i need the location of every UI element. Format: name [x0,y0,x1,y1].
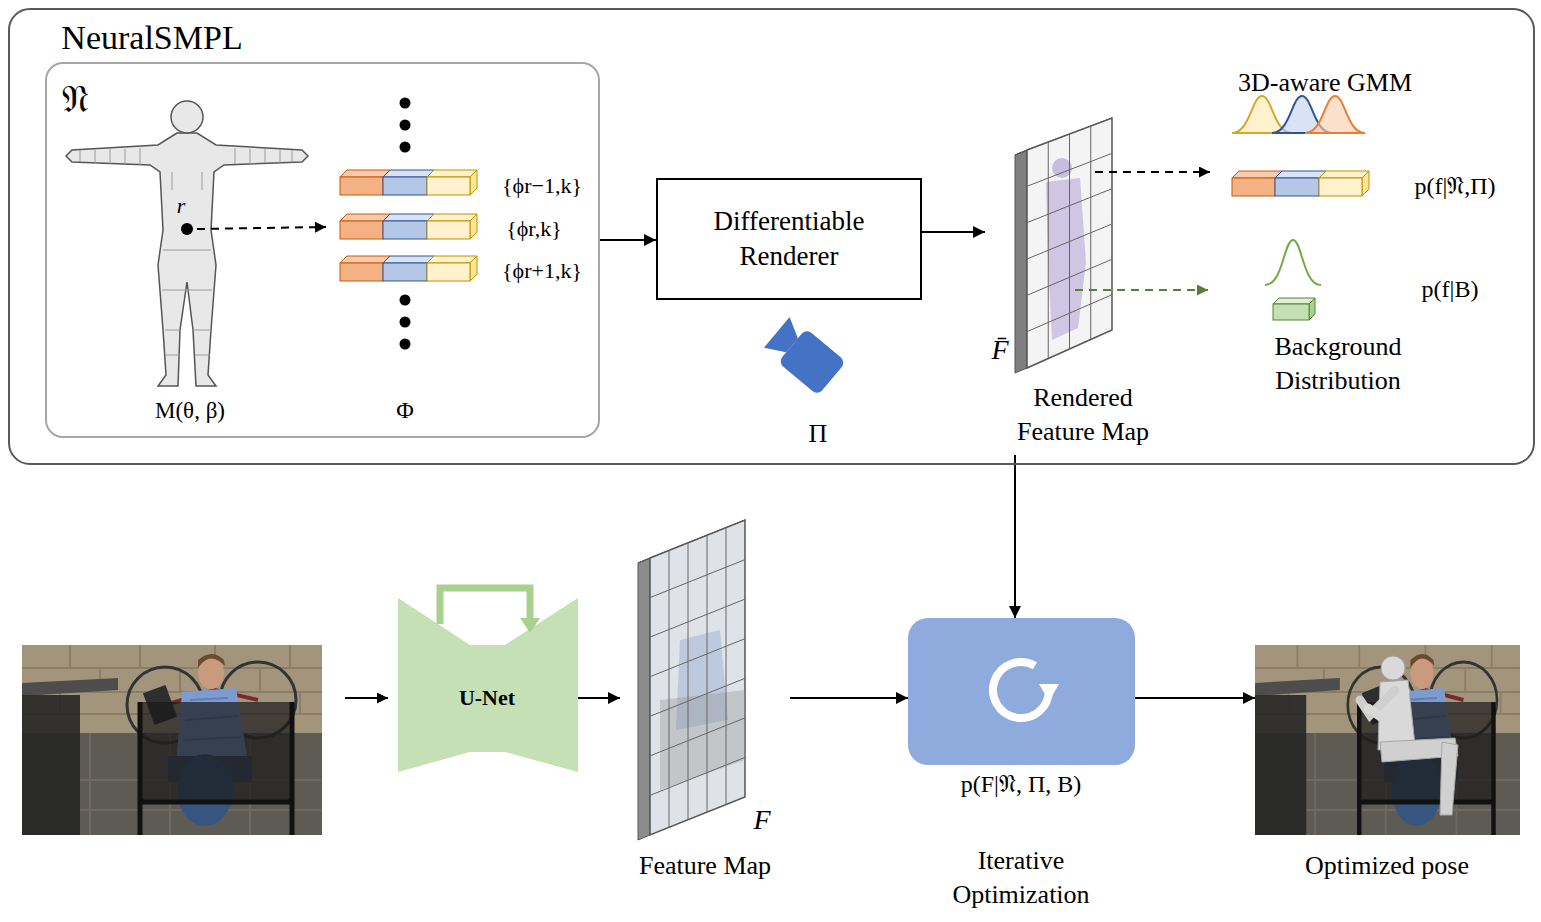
flow-arrow [922,231,985,233]
annotation-label: {ϕr+1,k} [502,257,582,286]
dashed-arrow [1095,171,1210,173]
dashed-arrow [1075,289,1208,291]
node-label: Feature Map [639,849,771,883]
body-mesh [66,101,326,386]
feature-map-grid [638,520,745,840]
annotation-label: {ϕr−1,k} [502,172,582,201]
renderer-box: Differentiable Renderer [656,178,922,300]
annotation-label: Φ [396,395,414,426]
node-label: F [753,802,770,838]
flow-arrow [600,239,656,241]
unet-shape [398,588,578,772]
annotation-label: r [175,192,188,221]
node-label: Optimized pose [1305,849,1469,883]
result-image: Optimized pose [1255,645,1520,885]
result-photo [1255,645,1520,835]
gmm-curves [1232,96,1369,196]
background-distribution [1265,240,1321,320]
node-label: NeuralSMPL [61,16,242,60]
model-panel: 𝔑 [45,62,600,438]
rendered-feature-map: F̄ Rendered Feature Map [985,110,1185,455]
annotation-label: p(f|B) [1422,274,1479,305]
annotation-label: 3D-aware GMM [1238,66,1412,100]
camera-icon [763,316,846,396]
annotation-label: M(θ, β) [155,396,225,426]
node-label: p(F|𝔑, Π, B) [961,769,1081,800]
optimization-block: p(F|𝔑, Π, B) Iterative Optimization [908,618,1135,912]
input-photo [22,645,322,835]
flow-arrow [578,697,620,699]
optimization-shape [908,618,1135,765]
feature-map: F Feature Map [620,515,790,885]
annotation-label: p(f|𝔑,Π) [1414,171,1495,202]
unet-block: U-Net [398,585,578,772]
annotation-label: {ϕr,k} [506,215,562,244]
node-label: Rendered Feature Map [998,381,1168,449]
node-label: Iterative Optimization [921,844,1121,912]
annotation-label: Π [809,417,828,451]
flow-arrow [790,697,908,699]
flow-arrow [1135,697,1255,699]
annotation-label: Background Distribution [1238,330,1438,398]
node-label: 𝔑 [62,75,89,124]
node-label: F̄ [991,332,1008,368]
input-arrow [345,697,388,699]
node-label: U-Net [459,684,515,713]
feature-vectors [340,98,477,350]
node-label: Differentiable Renderer [676,204,902,274]
rendered-map-grid [1015,118,1112,373]
flow-arrow [1014,455,1016,618]
